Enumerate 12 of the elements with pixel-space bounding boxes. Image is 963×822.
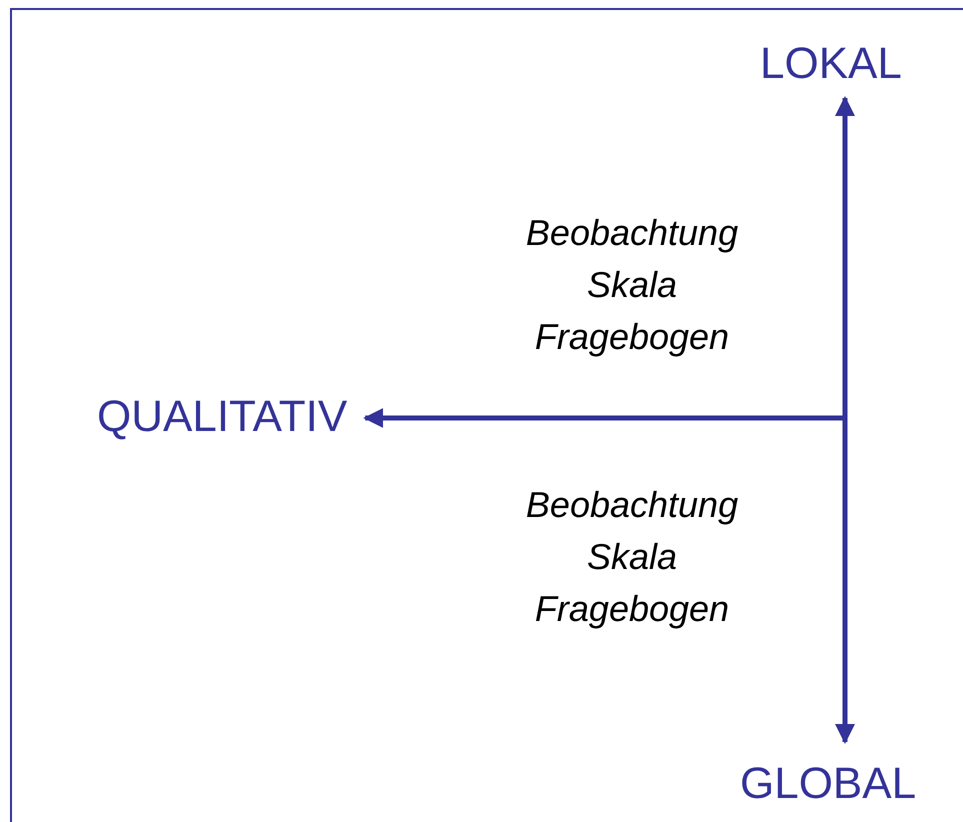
method-label: Skala — [586, 267, 678, 303]
method-label: Beobachtung — [526, 487, 738, 523]
method-label: Fragebogen — [534, 319, 730, 355]
arrow — [835, 96, 855, 418]
method-label: Fragebogen — [534, 591, 730, 627]
arrow — [363, 408, 845, 428]
arrow — [835, 418, 855, 744]
axis-label: QUALITATIV — [97, 395, 348, 439]
method-label: Beobachtung — [526, 215, 738, 251]
axis-label: LOKAL — [760, 42, 902, 86]
method-label: Skala — [586, 539, 678, 575]
axis-label: GLOBAL — [740, 762, 916, 806]
